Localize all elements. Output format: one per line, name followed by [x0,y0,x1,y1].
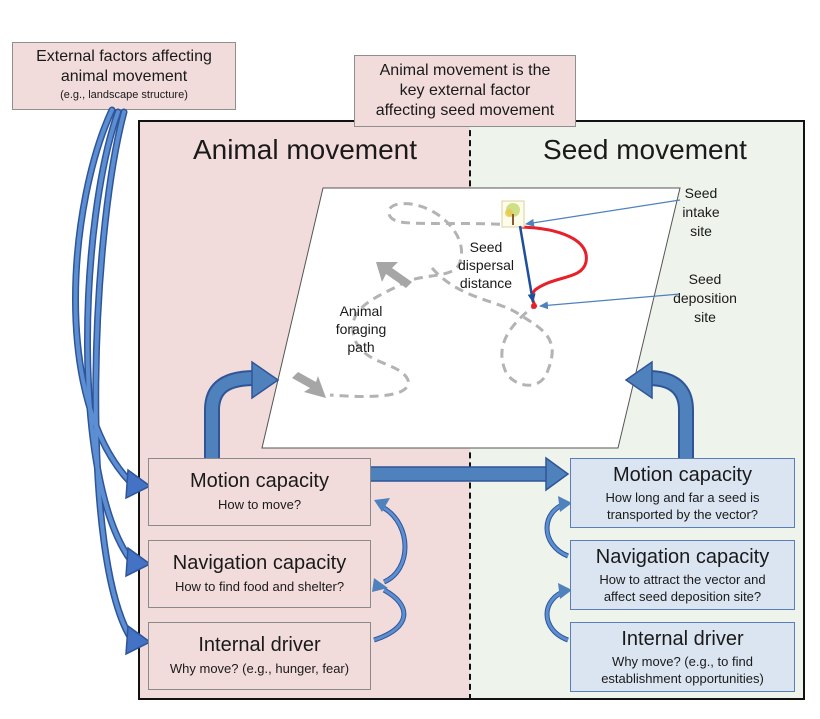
label-line: foraging [335,321,387,337]
label-line: Seed [469,239,503,255]
box-subtitle: affect seed deposition site? [603,589,762,604]
path-direction-arrow [376,262,412,288]
motion-to-map-arrow [206,372,256,458]
dispersal-distance-arrow [518,225,536,303]
label-line: path [347,339,375,355]
seed-motion-to-map-arrow [647,372,692,458]
arrow-head [125,624,152,656]
animal-motion-capacity-box: Motion capacity How to move? [148,458,371,526]
label-line: Seed [688,271,722,287]
label-line: site [690,223,712,239]
callout-line: animal movement [60,68,188,85]
box-title: Navigation capacity [172,552,347,574]
box-subtitle: How to move? [217,497,302,512]
box-subtitle: transported by the vector? [606,507,759,522]
seed-navigation-capacity-box: Navigation capacity How to attract the v… [570,540,795,610]
box-title: Motion capacity [613,464,752,486]
seed-motion-capacity-box: Motion capacity How long and far a seed … [570,458,795,528]
seed-movement-heading: Seed movement [543,134,747,165]
callout-line: (e.g., landscape structure) [60,89,188,101]
deposition-point [531,303,537,309]
label-line: Animal [339,303,383,319]
box-title: Motion capacity [190,470,329,492]
box-subtitle: establishment opportunities) [601,671,764,686]
animal-to-seed-motion-arrow [369,466,549,482]
label-line: Seed [684,185,718,201]
landscape-map [261,187,681,449]
intake-pointer-arrow [525,199,681,227]
intake-site-label: Seed intake site [664,184,738,241]
box-subtitle: How to find food and shelter? [174,579,345,594]
seed-dispersal-label: Seed dispersal distance [446,238,526,292]
foraging-path-label: Animal foraging path [326,302,396,356]
animal-navigation-capacity-box: Navigation capacity How to find food and… [148,540,371,608]
label-line: site [694,309,716,325]
tree-icon [501,200,525,228]
callout-line: affecting seed movement [375,102,555,119]
arrow-head [125,468,152,500]
label-line: deposition [673,290,737,306]
arrow-head [558,583,572,599]
label-line: dispersal [457,257,515,273]
box-subtitle: How to attract the vector and [599,572,766,587]
foraging-path [329,202,554,398]
box-subtitle: How long and far a seed is [605,490,760,505]
seed-internal-driver-box: Internal driver Why move? (e.g., to find… [570,622,795,692]
box-subtitle: Why move? (e.g., hunger, fear) [169,661,350,676]
arrow-head [125,546,152,578]
arrow-head [372,578,388,592]
arrow-head [558,496,572,512]
path-direction-arrow [292,372,326,398]
box-title: Navigation capacity [595,546,770,568]
key-factor-callout: Animal movement is the key external fact… [354,55,576,127]
deposition-site-label: Seed deposition site [660,270,750,327]
callout-line: Animal movement is the [379,62,551,79]
box-title: Internal driver [198,634,321,656]
callout-line: key external factor [399,82,531,99]
arrow-head [545,456,570,492]
animal-internal-driver-box: Internal driver Why move? (e.g., hunger,… [148,622,371,690]
arrow-head [374,498,390,512]
arrow-head [251,360,280,400]
box-title: Internal driver [621,628,744,650]
deposition-pointer-arrow [539,293,681,310]
animal-movement-heading: Animal movement [192,134,418,165]
label-line: intake [682,204,720,220]
label-line: distance [459,275,513,291]
box-subtitle: Why move? (e.g., to find [612,654,753,669]
arrow-head [624,360,653,400]
callout-line: External factors affecting [36,48,212,65]
